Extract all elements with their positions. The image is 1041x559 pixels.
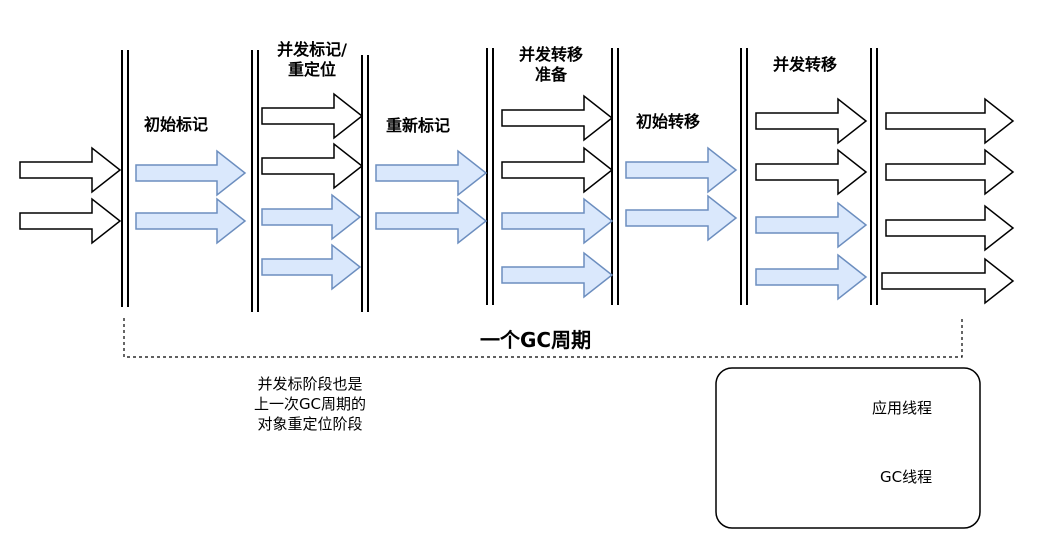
app-thread-arrow xyxy=(755,148,868,196)
phase-label-line: 初始标记 xyxy=(144,115,209,134)
app-thread-arrow xyxy=(261,142,364,190)
gc-thread-arrow xyxy=(261,243,362,291)
phase-label-line: 并发标记/ xyxy=(277,40,347,59)
note-line: 并发标阶段也是 xyxy=(257,375,363,393)
legend-box xyxy=(715,367,981,529)
app-thread-arrow xyxy=(885,97,1015,145)
phase-label-concurrent-mark: 并发标记/ 重定位 xyxy=(264,40,360,80)
phase-label-initial-relocation: 初始转移 xyxy=(636,112,700,132)
gc-thread-arrow xyxy=(755,253,868,301)
gc-cycle-bracket xyxy=(123,316,963,358)
app-thread-arrow xyxy=(19,197,122,245)
app-thread-arrow xyxy=(501,94,614,142)
phase-label-line: 并发转移 xyxy=(773,55,838,74)
app-thread-arrow xyxy=(19,146,122,194)
legend-label-gc-thread: GC线程 xyxy=(880,468,933,486)
gc-thread-arrow xyxy=(135,197,247,245)
app-thread-arrow xyxy=(885,148,1015,196)
note-line: 对象重定位阶段 xyxy=(257,415,363,433)
phase-label-prepare-relocation: 并发转移 准备 xyxy=(503,45,599,85)
phase-label-line: 准备 xyxy=(534,65,567,84)
legend-label-app-thread: 应用线程 xyxy=(872,399,933,417)
phase-label-concurrent-relocation: 并发转移 xyxy=(773,55,837,75)
phase-label-line: 初始转移 xyxy=(636,112,701,131)
gc-thread-arrow xyxy=(261,193,362,241)
gc-thread-arrow xyxy=(755,201,868,249)
phase-label-initial-mark: 初始标记 xyxy=(144,115,208,135)
gc-thread-arrow xyxy=(375,197,488,245)
app-thread-arrow xyxy=(755,97,868,145)
app-thread-arrow xyxy=(885,204,1015,252)
app-thread-arrow xyxy=(261,92,364,140)
phase-label-line: 重定位 xyxy=(287,60,336,79)
note-line: 上一次GC周期的 xyxy=(253,395,367,413)
gc-thread-arrow xyxy=(501,197,614,245)
gc-cycle-label: 一个GC周期 xyxy=(480,328,592,352)
gc-thread-arrow xyxy=(375,149,488,197)
phase-boundaries xyxy=(121,48,878,312)
gc-thread-arrow xyxy=(501,251,614,299)
phase-label-remark: 重新标记 xyxy=(386,116,450,136)
gc-thread-arrow xyxy=(625,146,738,194)
concurrent-mark-note: 并发标阶段也是 上一次GC周期的 对象重定位阶段 xyxy=(220,374,400,434)
app-thread-arrow xyxy=(881,257,1015,305)
app-thread-arrow xyxy=(501,146,614,194)
phase-label-line: 并发转移 xyxy=(518,45,583,64)
gc-thread-arrow xyxy=(135,149,247,197)
gc-thread-arrow xyxy=(625,194,738,242)
phase-label-line: 重新标记 xyxy=(386,116,451,135)
